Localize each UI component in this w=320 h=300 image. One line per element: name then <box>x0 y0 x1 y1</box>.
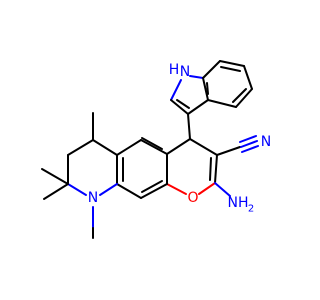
atom-indole-n: N <box>180 64 190 80</box>
bond-indole-to-c4 <box>187 113 191 140</box>
bond-indole-n-c2 <box>170 79 182 101</box>
bond-c10-c8a-double <box>141 180 163 193</box>
bond-benz-4 <box>235 88 253 108</box>
bond-indole-c3a-c7a <box>202 77 209 101</box>
bond-c3-nitrile <box>216 146 241 156</box>
bond-nitrile-triple-a <box>239 135 257 143</box>
bond-c4-c4a <box>166 138 191 155</box>
bond-c8-methyl-b <box>43 183 69 200</box>
bond-nitrile-triple-b <box>240 140 258 148</box>
bond-benz-5 <box>207 99 237 108</box>
bond-c10-c8a <box>140 183 168 199</box>
bond-c8-n <box>67 183 87 196</box>
bond-c5-c5a <box>116 139 142 156</box>
bond-c4a-c5 <box>140 139 168 155</box>
bond-c6-c7 <box>67 139 94 156</box>
bond-c5a-c6 <box>92 139 118 156</box>
bond-c4-c3 <box>189 138 218 156</box>
bond-c3-c2 <box>214 154 218 184</box>
bond-benz-6-double <box>206 82 209 95</box>
bond-indole-c3-c3a <box>187 99 209 115</box>
bond-benz-4-double <box>232 88 247 103</box>
bond-nitrile-triple-c <box>241 145 259 153</box>
bond-indole-c2-c3-double <box>176 99 190 109</box>
bond-c3-c2-double <box>209 157 212 181</box>
bond-benz-3 <box>243 65 253 90</box>
bond-c4a-c5-double <box>141 137 163 150</box>
bond-indole-c7a-n <box>189 75 204 79</box>
bond-c8-methyl-a <box>41 168 69 185</box>
bond-benz-1 <box>202 60 221 79</box>
bond-c2-amine <box>214 182 231 197</box>
bond-c9a-c10 <box>116 183 142 199</box>
bond-c2-o <box>198 182 216 195</box>
bond-n-c9a <box>99 183 118 196</box>
atom-amine-nh: NH <box>228 195 249 211</box>
bond-benz-2 <box>219 60 245 67</box>
atom-amine-sub-2: 2 <box>248 204 254 215</box>
atom-ring-n: N <box>88 190 98 206</box>
atom-pyran-o: O <box>187 190 198 206</box>
bond-benz-2-double <box>220 66 241 72</box>
bond-indole-c2-c3 <box>170 99 189 115</box>
bond-o-c8a <box>166 183 187 195</box>
atom-nitrile-n: N <box>261 134 271 150</box>
molecule-structure: H N N NH 2 O N <box>41 60 271 239</box>
atom-indole-h: H <box>169 62 180 78</box>
